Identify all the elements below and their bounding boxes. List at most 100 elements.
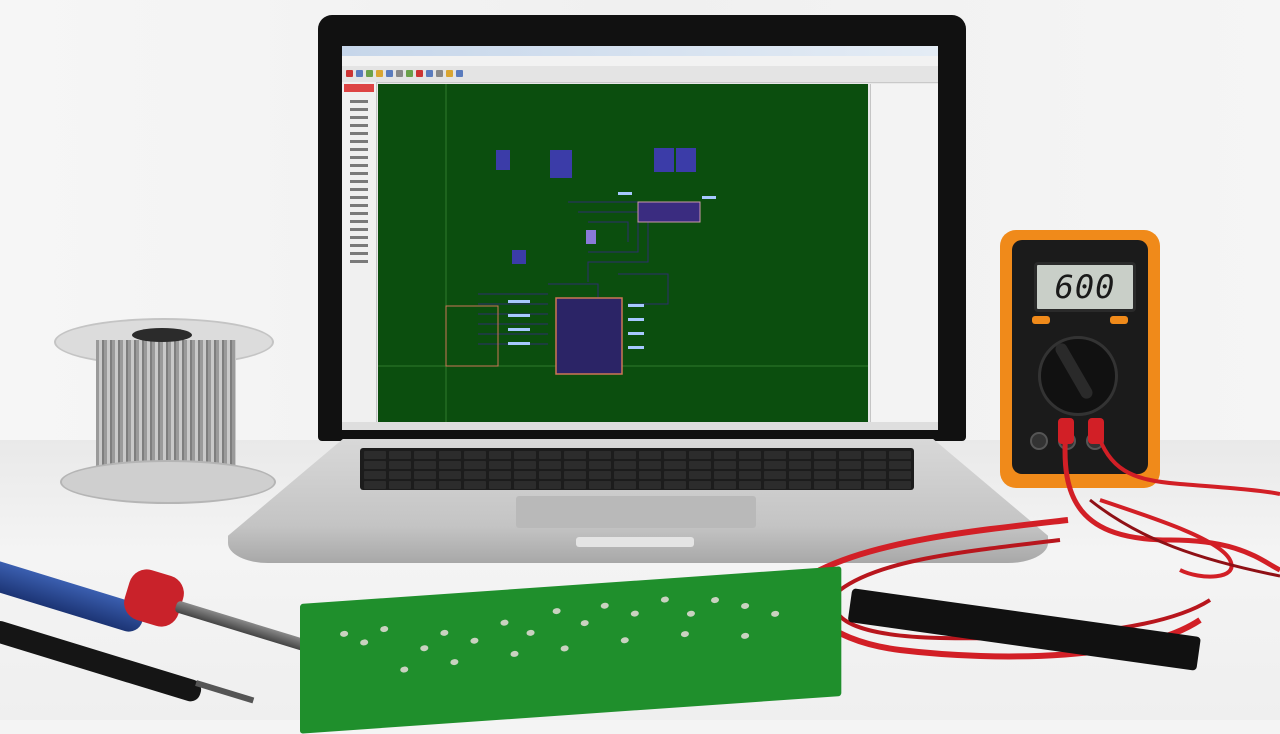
keyboard-key — [664, 461, 686, 469]
toolbar-icon[interactable] — [396, 70, 403, 77]
palette-item[interactable] — [350, 252, 368, 255]
solder-pad — [380, 625, 389, 633]
transistor — [654, 148, 674, 172]
solder-pad — [580, 619, 589, 627]
solder-pad — [552, 607, 561, 615]
keyboard-key — [739, 481, 761, 489]
solder-pad — [400, 666, 409, 673]
app-menubar[interactable] — [342, 56, 938, 66]
solder-pad — [680, 630, 689, 638]
keyboard-key — [414, 481, 436, 489]
keyboard-key — [639, 451, 661, 459]
palette-item[interactable] — [350, 108, 368, 111]
keyboard-key — [789, 451, 811, 459]
keyboard-key — [539, 451, 561, 459]
solder-pad — [771, 610, 780, 618]
spool-center-hole — [132, 328, 192, 342]
keyboard-key — [864, 461, 886, 469]
palette-item[interactable] — [350, 116, 368, 119]
schematic-canvas[interactable] — [378, 84, 868, 422]
keyboard-key — [814, 481, 836, 489]
keyboard-key — [639, 481, 661, 489]
app-toolbar[interactable] — [342, 66, 938, 83]
keyboard-key — [489, 481, 511, 489]
keyboard-key — [439, 471, 461, 479]
keyboard-key — [764, 451, 786, 459]
toolbar-icon[interactable] — [456, 70, 463, 77]
keyboard-key — [564, 471, 586, 479]
keyboard-key — [889, 481, 911, 489]
palette-header — [344, 84, 374, 92]
palette-item[interactable] — [350, 100, 368, 103]
solder-pad — [741, 632, 750, 640]
properties-panel[interactable] — [870, 84, 938, 422]
palette-item[interactable] — [350, 148, 368, 151]
keyboard-key — [639, 471, 661, 479]
toolbar-icon[interactable] — [386, 70, 393, 77]
keyboard-key — [714, 461, 736, 469]
keyboard-key — [664, 471, 686, 479]
keyboard-key — [464, 461, 486, 469]
palette-item[interactable] — [350, 180, 368, 183]
solder-pad — [340, 630, 349, 638]
keyboard-key — [589, 461, 611, 469]
keyboard-key — [489, 451, 511, 459]
keyboard-key — [889, 461, 911, 469]
keyboard-key — [889, 451, 911, 459]
header-component — [637, 201, 701, 223]
keyboard-key — [389, 451, 411, 459]
keyboard-key — [439, 461, 461, 469]
component-palette[interactable] — [342, 82, 377, 422]
keyboard-key — [389, 471, 411, 479]
resistor — [586, 230, 596, 244]
keyboard-key — [739, 451, 761, 459]
keyboard-key — [814, 451, 836, 459]
palette-item[interactable] — [350, 124, 368, 127]
keyboard-key — [764, 481, 786, 489]
palette-item[interactable] — [350, 164, 368, 167]
keyboard-key — [414, 471, 436, 479]
palette-item[interactable] — [350, 156, 368, 159]
palette-item[interactable] — [350, 220, 368, 223]
keyboard-key — [714, 451, 736, 459]
keyboard-key — [589, 451, 611, 459]
toolbar-icon[interactable] — [346, 70, 353, 77]
palette-item[interactable] — [350, 244, 368, 247]
palette-item[interactable] — [350, 188, 368, 191]
laptop-lid-notch — [576, 537, 694, 547]
app-statusbar — [342, 422, 938, 430]
keyboard-key — [514, 481, 536, 489]
palette-item[interactable] — [350, 140, 368, 143]
laptop-touchpad — [516, 496, 756, 528]
toolbar-icon[interactable] — [376, 70, 383, 77]
keyboard-key — [614, 481, 636, 489]
palette-item[interactable] — [350, 132, 368, 135]
toolbar-icon[interactable] — [436, 70, 443, 77]
toolbar-icon[interactable] — [356, 70, 363, 77]
keyboard-key — [714, 471, 736, 479]
solder-pad — [686, 610, 695, 617]
palette-item[interactable] — [350, 172, 368, 175]
palette-item[interactable] — [350, 236, 368, 239]
palette-item[interactable] — [350, 228, 368, 231]
palette-item[interactable] — [350, 204, 368, 207]
palette-item[interactable] — [350, 260, 368, 263]
keyboard-key — [739, 461, 761, 469]
keyboard-key — [839, 461, 861, 469]
toolbar-icon[interactable] — [416, 70, 423, 77]
palette-item[interactable] — [350, 196, 368, 199]
laptop-screen — [342, 46, 938, 430]
toolbar-icon[interactable] — [406, 70, 413, 77]
multimeter-button — [1110, 316, 1128, 324]
toolbar-icon[interactable] — [446, 70, 453, 77]
keyboard-key — [789, 471, 811, 479]
toolbar-icon[interactable] — [426, 70, 433, 77]
pin-labels — [508, 192, 716, 349]
toolbar-icon[interactable] — [366, 70, 373, 77]
ic-chip — [555, 297, 623, 375]
keyboard-key — [514, 451, 536, 459]
keyboard-key — [889, 471, 911, 479]
palette-item[interactable] — [350, 212, 368, 215]
transistor — [512, 250, 526, 264]
